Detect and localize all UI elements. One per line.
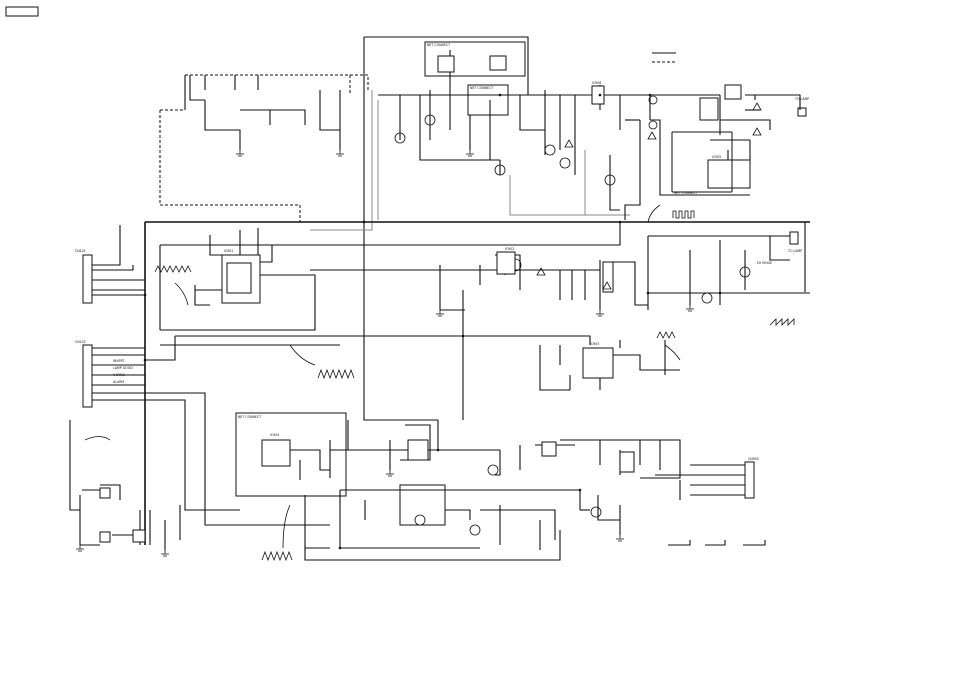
cn102-signal-1: INVERT (113, 359, 125, 363)
cn102-signal-4: ALARM (113, 380, 124, 384)
junction-dots (143, 93, 722, 550)
top-section-wiring: NET CONNECT NET CONNECT (159, 36, 801, 421)
ic-blocks (99, 55, 742, 543)
cn102-label: CN102 (75, 340, 86, 344)
ic-label-5: IC905 (712, 155, 721, 159)
waveform-icon (154, 210, 795, 562)
page-tag (5, 6, 39, 17)
to-lamp-mid-label: TO LAMP (787, 249, 802, 253)
net-connect-bottom-label: NET CONNECT (238, 415, 261, 419)
bottom-section-wiring: NET CONNECT (69, 412, 766, 561)
connector-lamp-top: TO LAMP (794, 97, 809, 117)
connector-cn101: CN101 (75, 249, 93, 304)
transistor-icon (394, 95, 751, 536)
ic-label-4: IC904 (270, 433, 279, 437)
ic-label-1: IC901 (224, 249, 233, 253)
connector-cn102: CN102 INVERT LAMP GOOD V SYNC ALARM (75, 340, 133, 408)
ic-label-3: IC903 (590, 342, 599, 346)
ground-icon (76, 150, 694, 557)
cn102-signal-3: V SYNC (113, 373, 126, 377)
net-connect-top2-label: NET CONNECT (470, 86, 493, 90)
net-connect-top-label: NET CONNECT (427, 43, 450, 47)
component-tags: IC901 IC902 IC903 IC904 IC905 IC906 (224, 81, 721, 437)
cn102-signal-2: LAMP GOOD (113, 366, 133, 370)
legend (652, 52, 676, 63)
connector-lamp-mid: TO LAMP (787, 231, 802, 253)
net-connect-right-label: NET CONNECT (674, 191, 697, 195)
ex-mode-label: EX MODE (757, 261, 772, 265)
warning-triangle-icon (536, 102, 762, 290)
ic-label-6: IC906 (592, 81, 601, 85)
callout-arrows (84, 204, 681, 549)
ic-label-2: IC902 (505, 247, 514, 251)
cn903-label: CN903 (748, 457, 759, 461)
cn101-label: CN101 (75, 249, 86, 253)
middle-section-wiring (92, 221, 810, 545)
to-lamp-top-label: TO LAMP (794, 97, 809, 101)
connector-cn903: CN903 (744, 457, 759, 499)
